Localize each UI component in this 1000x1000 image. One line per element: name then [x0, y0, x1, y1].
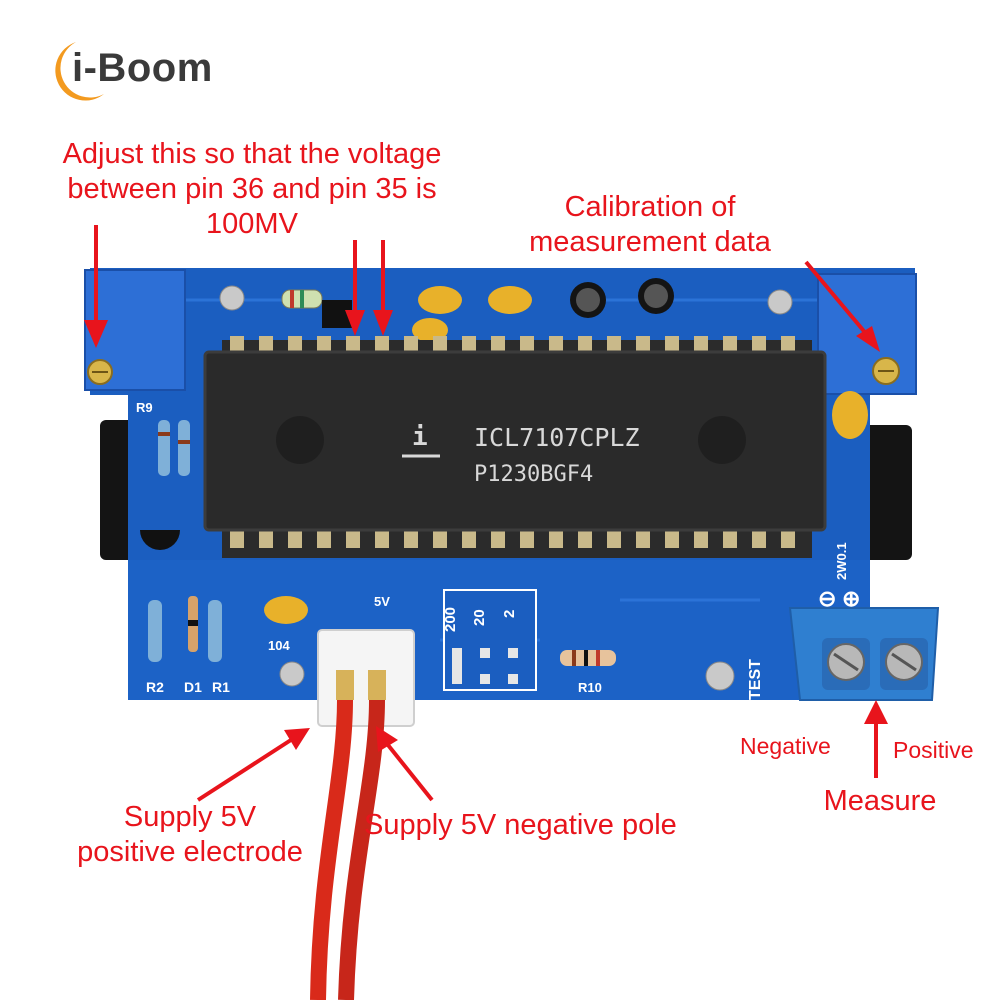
chip-part-number: ICL7107CPLZ — [474, 423, 640, 452]
socket-pin — [723, 336, 737, 354]
socket-pin — [607, 336, 621, 354]
socket-pin — [520, 336, 534, 354]
chip-lot-code: P1230BGF4 — [474, 462, 593, 487]
silk-minus-symbol: ⊖ — [818, 586, 836, 611]
socket-pin — [259, 528, 273, 548]
annotation-adjust-line1: Adjust this so that the voltage — [62, 138, 442, 170]
arrow-supply-pos-line — [196, 736, 296, 802]
socket-pin — [317, 528, 331, 548]
socket-pin — [665, 336, 679, 354]
annotation-calibration-line2: measurement data — [529, 225, 771, 258]
socket-pin — [549, 528, 563, 548]
socket-pin — [288, 528, 302, 548]
silk-r2: R2 — [146, 679, 164, 695]
socket-pin — [230, 528, 244, 548]
annotation-measure: Measure — [823, 785, 937, 817]
socket-pin — [781, 336, 795, 354]
wire-positive — [310, 699, 353, 1000]
socket-pin — [259, 336, 273, 354]
arrow-pin36-head — [345, 310, 365, 336]
silk-plus-symbol: ⊕ — [842, 586, 860, 611]
socket-pin — [462, 336, 476, 354]
socket-pin — [723, 528, 737, 548]
socket-pin — [404, 336, 418, 354]
bottom-left-components: R2 D1 R1 104 — [146, 596, 308, 695]
socket-pin — [433, 336, 447, 354]
left-resistors: R9 — [136, 400, 190, 550]
measure-terminal-block — [788, 607, 940, 701]
socket-pin — [491, 336, 505, 354]
annotation-supply-positive-line2: positive electrode — [77, 835, 303, 868]
annotation-calibration-line1: Calibration of — [564, 191, 736, 223]
arrow-pin35-head — [373, 310, 393, 336]
arrow-supply-pos-head — [284, 728, 310, 750]
silk-d1: D1 — [184, 679, 202, 695]
socket-pin — [520, 528, 534, 548]
socket-pin — [346, 336, 360, 354]
chip-dimple-left — [276, 416, 324, 464]
socket-pin — [462, 528, 476, 548]
power-connector — [310, 629, 415, 1000]
silk-test: TEST — [747, 659, 764, 700]
annotation-calibration: Calibration of measurement data — [500, 190, 800, 260]
socket-pin — [636, 528, 650, 548]
chip-logo-i: i — [412, 422, 428, 452]
silk-range-200: 200 — [442, 607, 459, 632]
socket-pin — [404, 528, 418, 548]
range-selector: 200 20 2 — [442, 589, 537, 691]
socket-pin — [433, 528, 447, 548]
socket-pin — [578, 336, 592, 354]
socket-pin — [781, 528, 795, 548]
socket-pin — [665, 528, 679, 548]
socket-pin — [752, 336, 766, 354]
arrow-measure-head — [864, 700, 888, 724]
socket-pin — [317, 336, 331, 354]
silk-range-2: 2 — [501, 610, 518, 618]
chip-dimple-right — [698, 416, 746, 464]
silk-range-20: 20 — [471, 609, 488, 626]
silk-r9: R9 — [136, 400, 153, 415]
mount-screw-right — [705, 661, 735, 691]
annotation-supply-positive-line1: Supply 5V — [123, 801, 257, 833]
arrow-calib-line — [804, 260, 870, 338]
socket-pin — [549, 336, 563, 354]
brand-logo-text: i-Boom — [72, 46, 213, 90]
silk-r10: R10 — [578, 680, 602, 695]
resistor-r10: R10 — [560, 650, 616, 695]
socket-pin — [375, 336, 389, 354]
socket-pin — [578, 528, 592, 548]
silk-5v: 5V — [374, 594, 390, 609]
annotation-adjust-line2: between pin 36 and pin 35 is — [67, 172, 437, 205]
arrow-calib-head — [856, 326, 880, 352]
socket-pin — [375, 528, 389, 548]
socket-pin — [346, 528, 360, 548]
arrow-left-pot-head — [84, 320, 108, 348]
socket-pin — [491, 528, 505, 548]
socket-pin — [694, 528, 708, 548]
socket-pin — [636, 336, 650, 354]
annotation-adjust: Adjust this so that the voltage between … — [22, 137, 482, 241]
arrow-supply-neg-line — [386, 743, 434, 802]
silk-cap-code: 104 — [268, 638, 290, 653]
silk-r1: R1 — [212, 679, 230, 695]
annotation-adjust-line3: 100MV — [206, 207, 298, 240]
annotation-supply-negative: Supply 5V negative pole — [364, 809, 677, 841]
right-mount-clip — [864, 425, 912, 560]
socket-pin — [694, 336, 708, 354]
top-components — [219, 278, 868, 439]
socket-pin — [230, 336, 244, 354]
icl7107-chip — [203, 350, 827, 532]
socket-pin — [607, 528, 621, 548]
arrow-supply-neg-head — [376, 726, 398, 752]
silk-side-cap: 2W0.1 — [834, 542, 849, 580]
label-negative: Negative — [740, 733, 831, 759]
socket-pin — [288, 336, 302, 354]
socket-pin — [752, 528, 766, 548]
label-positive: Positive — [893, 737, 974, 763]
annotation-supply-positive: Supply 5V positive electrode — [45, 800, 335, 870]
wire-negative — [338, 699, 385, 1000]
